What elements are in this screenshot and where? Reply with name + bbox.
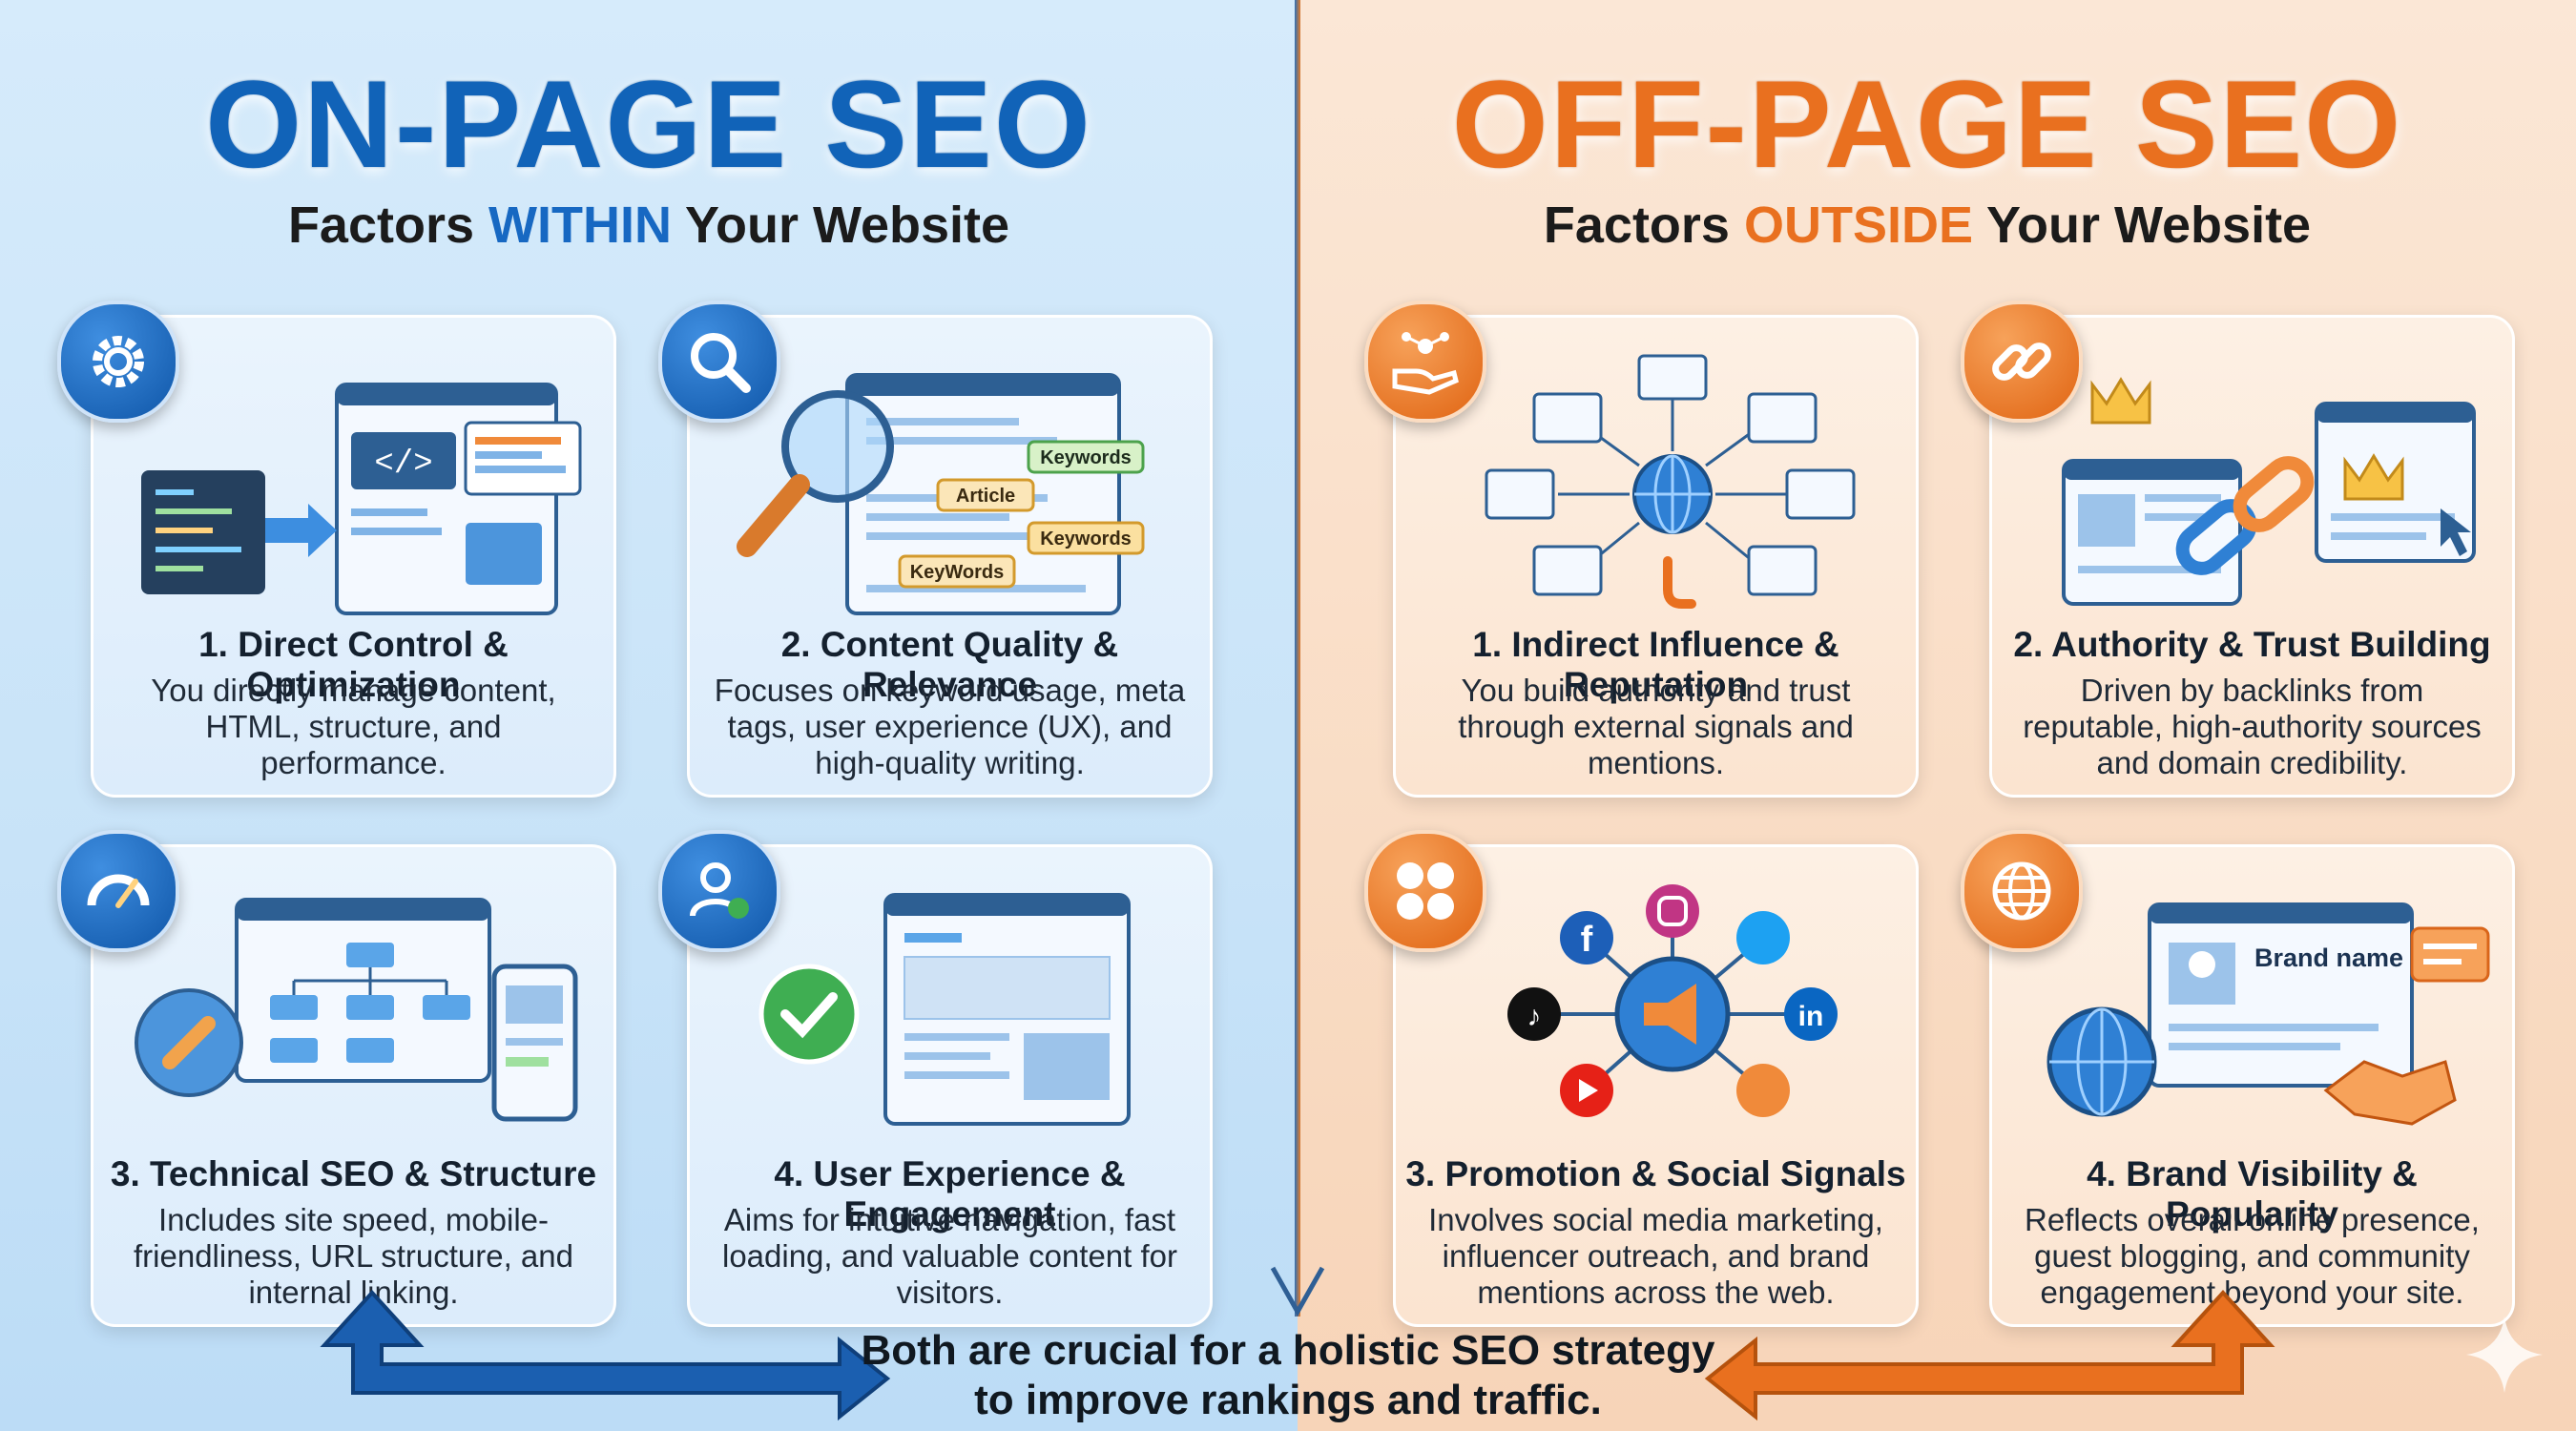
backlink-chain-illustration	[2062, 377, 2476, 606]
network-web-illustration	[1485, 354, 1856, 609]
brand-name-label: Brand name	[2254, 944, 2403, 972]
gear-icon	[57, 301, 179, 423]
card-content-quality: Keywords Article Keywords KeyWords 2. Co…	[687, 315, 1213, 798]
svg-text:f: f	[1581, 920, 1593, 960]
social-icons-icon	[1364, 830, 1486, 952]
off-page-subtitle: Factors OUTSIDE Your Website	[1543, 197, 2312, 254]
card-heading: 4. Brand Visibility & Popularity	[2087, 1154, 2418, 1234]
svg-text:in: in	[1798, 1001, 1824, 1032]
tag-article-label: Article	[956, 486, 1015, 507]
brand-globe-illustration: Brand name	[2046, 902, 2490, 1126]
card-body: You build authority and trust through ex…	[1458, 673, 1854, 780]
card-direct-control: </> 1. Direct Control & Optimization You…	[91, 315, 616, 798]
code-editor-illustration: </>	[141, 383, 582, 615]
tag-keywords-label-3: KeyWords	[910, 562, 1005, 583]
card-authority-trust: 2. Authority & Trust Building Driven by …	[1989, 315, 2515, 798]
card-body: Reflects overall online presence, guest …	[2025, 1202, 2480, 1310]
on-page-title: ON-PAGE SEO	[205, 54, 1092, 194]
orange-double-arrow-icon	[1704, 1290, 2275, 1421]
card-body: Driven by backlinks from reputable, high…	[2023, 673, 2482, 780]
card-brand-visibility: Brand name 4. Brand Visibility & Popular…	[1989, 844, 2515, 1327]
card-body: Aims for intuitive navigation, fast load…	[721, 1202, 1178, 1310]
network-hand-icon	[1364, 301, 1486, 423]
card-indirect-influence: 1. Indirect Influence & Reputation You b…	[1393, 315, 1919, 798]
card-heading: 1. Indirect Influence & Reputation	[1472, 625, 1839, 704]
off-page-title: OFF-PAGE SEO	[1451, 54, 2403, 194]
social-network-illustration: f ♪ in	[1507, 884, 1838, 1117]
globe-icon	[1961, 830, 2083, 952]
link-icon	[1961, 301, 2083, 423]
card-heading: 2. Content Quality & Relevance	[780, 625, 1119, 704]
card-heading: 2. Authority & Trust Building	[2013, 625, 2491, 664]
divider-arrow-icon	[1270, 1266, 1325, 1317]
card-body: Focuses on keyword usage, meta tags, use…	[714, 673, 1186, 780]
user-check-icon	[658, 830, 780, 952]
card-technical-seo: 3. Technical SEO & Structure Includes si…	[91, 844, 616, 1327]
tag-keywords-label: Keywords	[1040, 447, 1132, 468]
svg-text:♪: ♪	[1527, 1001, 1542, 1032]
article-magnifier-illustration: Keywords Article Keywords KeyWords	[737, 373, 1145, 615]
card-heading: 1. Direct Control & Optimization	[198, 625, 509, 704]
speedometer-icon	[57, 830, 179, 952]
card-body: Includes site speed, mobile-friendliness…	[134, 1202, 573, 1310]
card-promotion-social: f ♪ in 3. Promotion & Social Signals Inv…	[1393, 844, 1919, 1327]
card-user-experience: 4. User Experience & Engagement Aims for…	[687, 844, 1213, 1327]
center-divider	[1295, 0, 1300, 1317]
site-structure-illustration	[135, 898, 578, 1122]
sparkle-icon	[2466, 1317, 2543, 1393]
footer-statement: Both are crucial for a holistic SEO stra…	[861, 1327, 1715, 1423]
blue-double-arrow-icon	[320, 1290, 891, 1421]
card-heading: 3. Promotion & Social Signals	[1405, 1154, 1906, 1193]
on-page-subtitle: Factors WITHIN Your Website	[287, 197, 1010, 254]
tag-keywords-label-2: Keywords	[1040, 529, 1132, 550]
card-heading: 3. Technical SEO & Structure	[110, 1154, 597, 1193]
card-heading: 4. User Experience & Engagement	[774, 1154, 1126, 1234]
card-body: You directly manage content, HTML, struc…	[151, 673, 556, 780]
magnifier-icon	[658, 301, 780, 423]
svg-text:</>: </>	[374, 446, 432, 483]
webpage-check-illustration	[758, 893, 1131, 1126]
card-body: Involves social media marketing, influen…	[1428, 1202, 1883, 1310]
